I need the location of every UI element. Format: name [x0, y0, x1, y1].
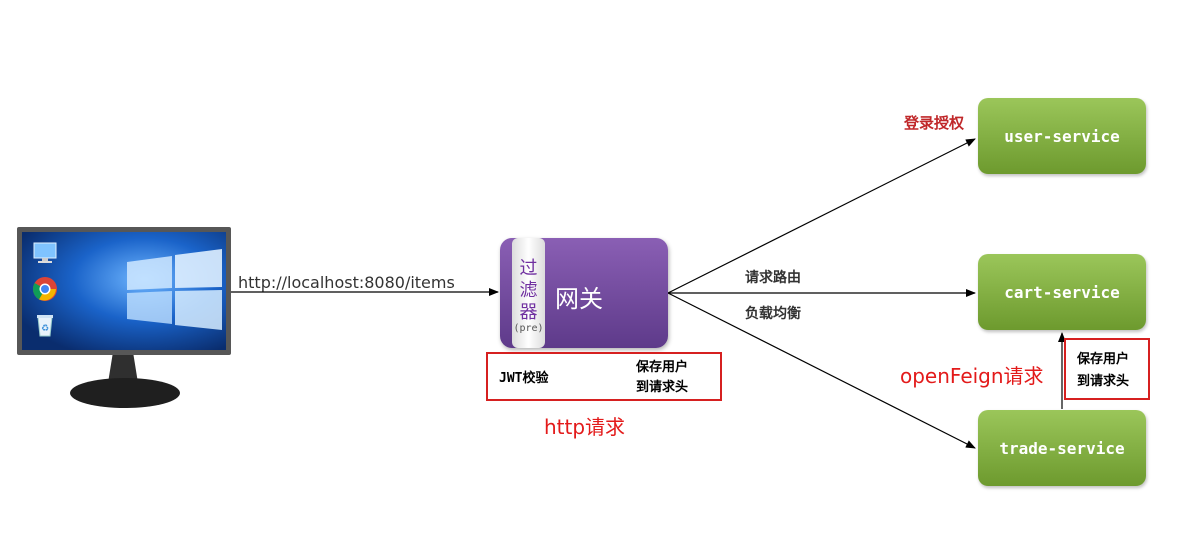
- filter-strip: [512, 238, 545, 348]
- gateway-label: 网关: [555, 285, 603, 313]
- svg-text:♻: ♻: [41, 324, 49, 334]
- route-label: 请求路由: [745, 270, 801, 286]
- cart-service-box[interactable]: cart-service: [978, 254, 1146, 330]
- filter-label: 过 滤 器: [512, 258, 545, 324]
- filter-char: 过: [519, 258, 538, 279]
- gateway-to-user-arrow: [667, 138, 976, 294]
- desktop-screen: ♻: [22, 232, 226, 350]
- feign-save-line2: 到请求头: [1077, 374, 1130, 389]
- jwt-note-box: [486, 352, 722, 401]
- openfeign-caption: openFeign请求: [900, 364, 1044, 388]
- monitor-base: [70, 378, 180, 408]
- feign-save-line1: 保存用户: [1077, 352, 1130, 367]
- save-user-line2: 到请求头: [636, 380, 689, 395]
- request-url-label: http://localhost:8080/items: [238, 273, 455, 292]
- computer-icon[interactable]: [32, 240, 58, 266]
- chrome-icon[interactable]: [32, 276, 58, 302]
- filter-char: 滤: [519, 280, 538, 301]
- load-balance-label: 负载均衡: [745, 306, 801, 322]
- gateway-to-trade-arrow: [667, 292, 976, 449]
- feign-note-box: [1064, 338, 1150, 400]
- http-request-caption: http请求: [544, 415, 626, 439]
- login-auth-label: 登录授权: [904, 114, 965, 132]
- filter-char: 器: [519, 302, 538, 323]
- filter-pre-label: (pre): [513, 323, 544, 334]
- trade-service-box[interactable]: trade-service: [978, 410, 1146, 486]
- recycle-bin-icon[interactable]: ♻: [32, 312, 58, 338]
- jwt-label: JWT校验: [499, 371, 549, 386]
- user-service-box[interactable]: user-service: [978, 98, 1146, 174]
- save-user-line1: 保存用户: [636, 360, 689, 375]
